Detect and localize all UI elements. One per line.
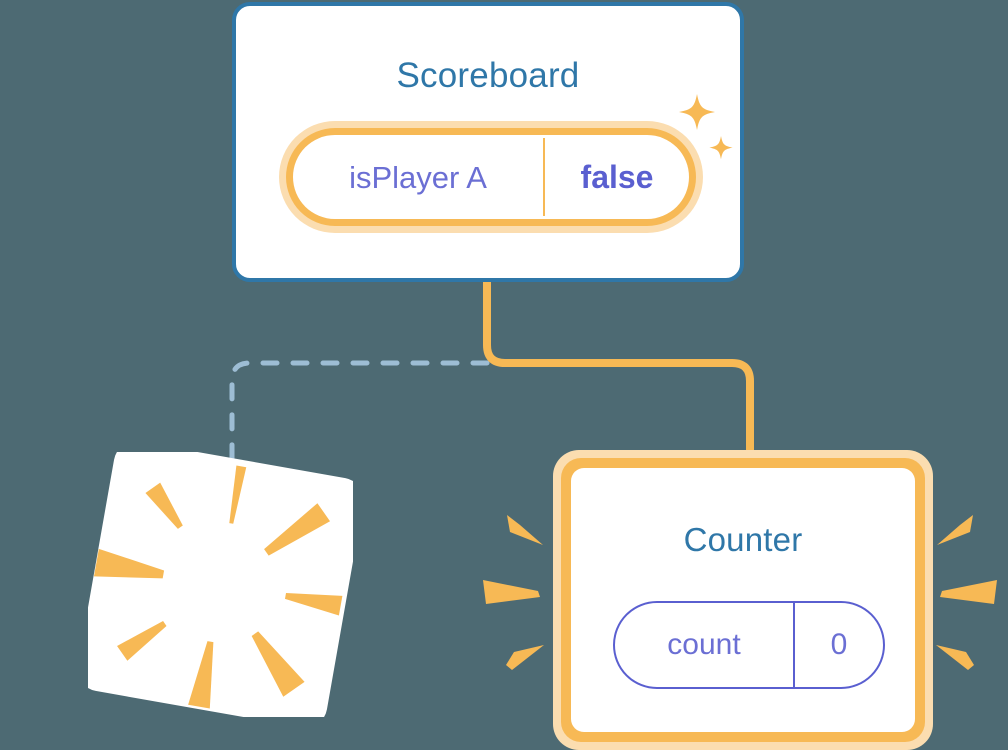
scoreboard-title: Scoreboard [396,56,580,95]
scoreboard-pill-face: isPlayer A false [293,135,689,219]
burst-card [88,452,353,717]
counter-title: Counter [683,521,803,558]
scoreboard-state-pill[interactable]: isPlayer A false [279,121,703,233]
scoreboard-state-value: false [580,159,654,195]
connector-scoreboard-to-counter [483,282,754,462]
counter-card[interactable]: Counter count 0 [553,450,933,750]
scoreboard-pill-divider [543,138,545,216]
scoreboard-state-key: isPlayer A [349,159,487,195]
connector-scoreboard-to-burst-card [229,360,490,479]
counter-card-ring: Counter count 0 [561,458,925,742]
counter-state-value: 0 [830,628,848,661]
counter-state-key: count [667,628,741,661]
scoreboard-card[interactable]: Scoreboard isPlayer A false [232,2,744,282]
counter-pill-divider [793,603,795,687]
scoreboard-pill-ring: isPlayer A false [286,128,696,226]
counter-state-pill[interactable]: count 0 [613,601,885,689]
counter-card-face: Counter count 0 [571,468,915,732]
